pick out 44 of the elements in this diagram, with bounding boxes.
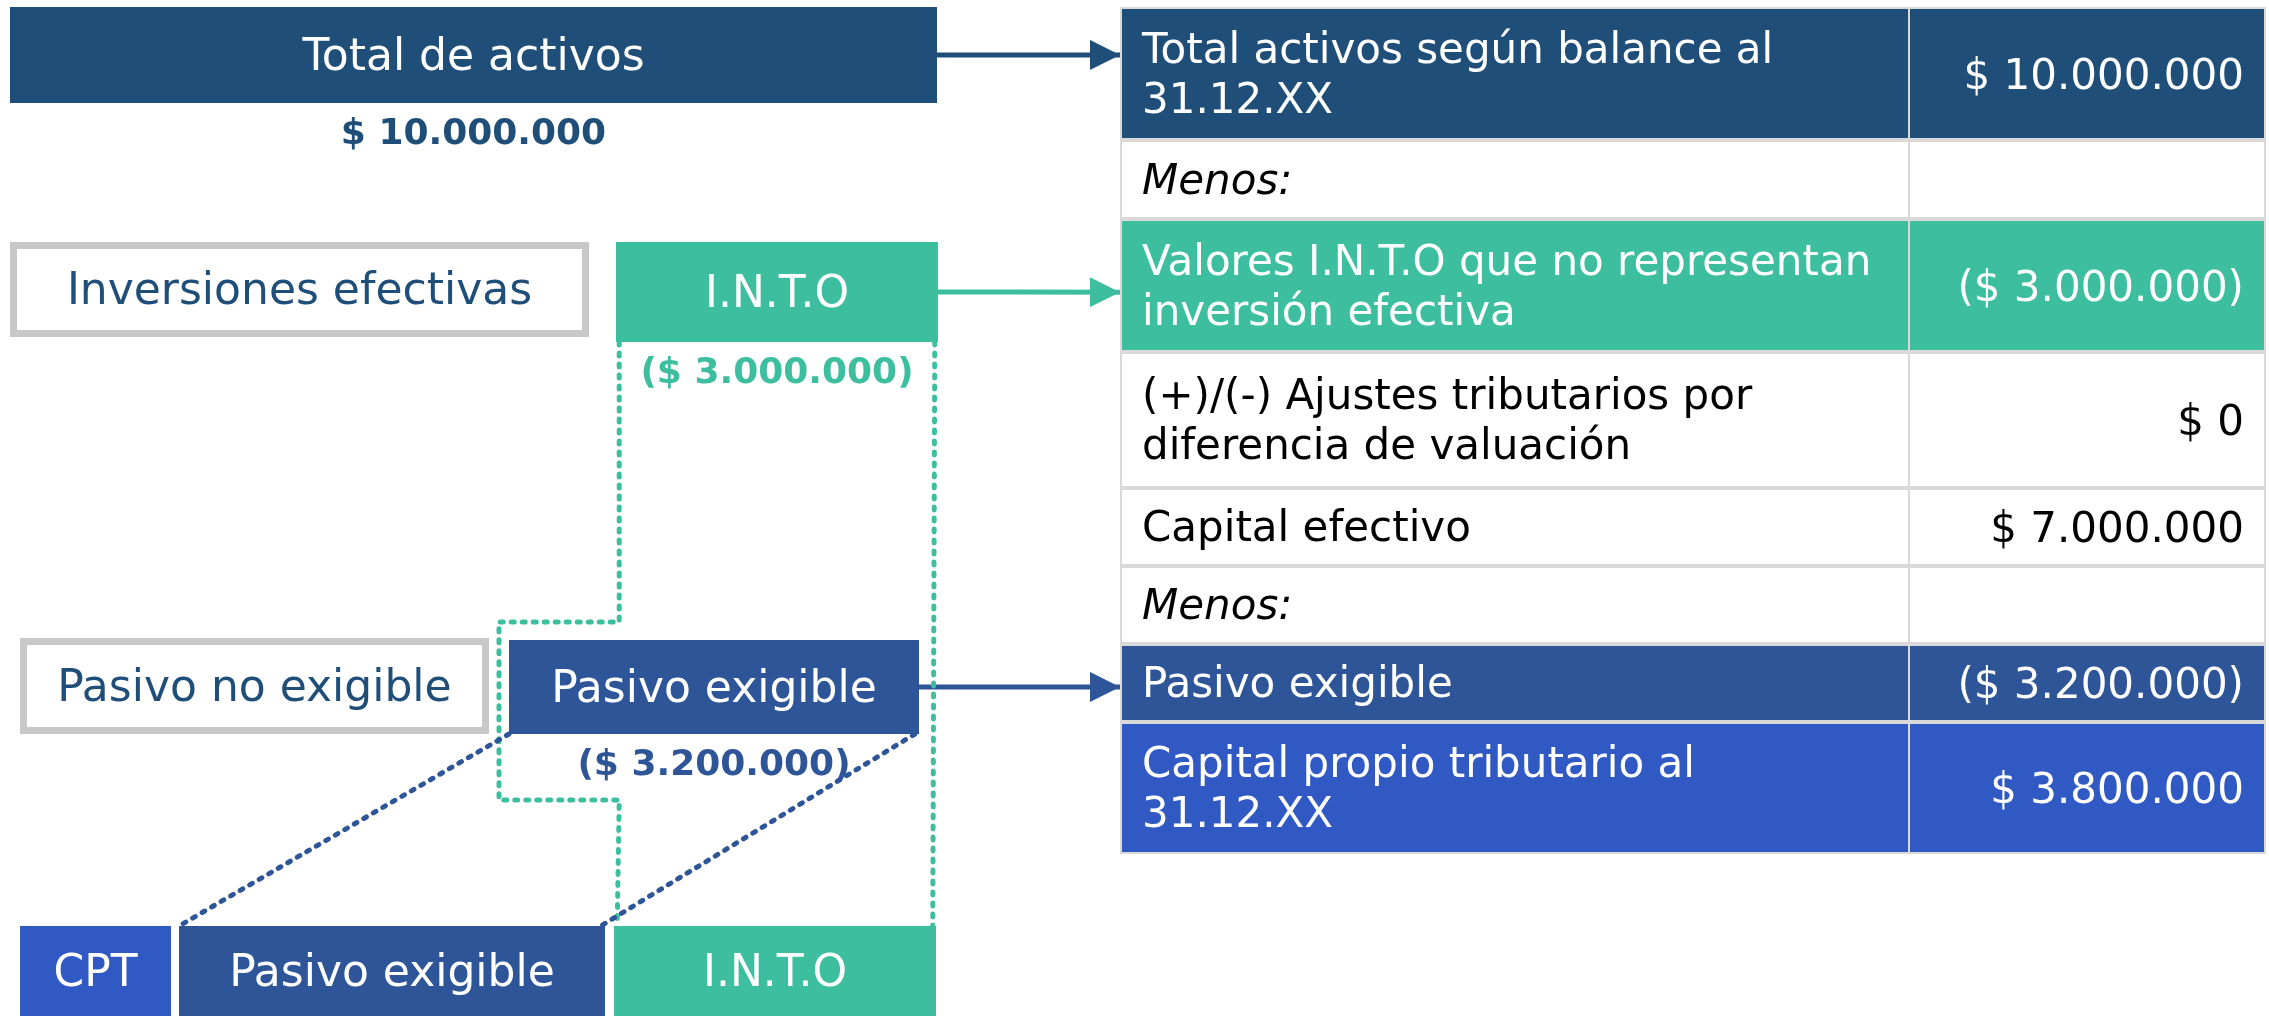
- row-label: Total activos según balance al 31.12.XX: [1142, 23, 1775, 124]
- outlined-box: [20, 638, 489, 734]
- node-label: Pasivo exigible: [229, 945, 555, 997]
- process-box: [616, 242, 938, 342]
- amount-label: $ 10.000.000: [340, 111, 607, 152]
- amount-label: ($ 3.200.000): [577, 742, 851, 783]
- table-row: [1120, 722, 2266, 854]
- row-label: Menos:: [1142, 579, 1293, 631]
- node-label: Inversiones efectivas: [66, 264, 533, 315]
- amount-label: ($ 3.000.000): [640, 350, 914, 391]
- row-label: Pasivo exigible: [1142, 657, 1453, 709]
- table-row: [1120, 140, 2266, 219]
- row-label: Valores I.N.T.O que no representan inversión efectiva: [1142, 235, 1873, 336]
- table-row: [1120, 488, 2266, 566]
- table-row: [1120, 352, 2266, 488]
- row-value: $ 3.800.000: [1990, 763, 2244, 813]
- table-row: [1120, 7, 2266, 140]
- node-label: CPT: [53, 945, 138, 997]
- row-value: $ 10.000.000: [1963, 49, 2244, 98]
- row-value: ($ 3.200.000): [1957, 658, 2244, 708]
- node-label: I.N.T.O: [704, 266, 850, 318]
- process-box: [179, 926, 605, 1016]
- table-row: [1120, 566, 2266, 644]
- node-label: Pasivo exigible: [551, 661, 877, 713]
- node-label: Total de activos: [302, 29, 645, 81]
- row-value: ($ 3.000.000): [1957, 261, 2244, 310]
- arrow: [938, 277, 1120, 308]
- row-label: Capital efectivo: [1142, 501, 1471, 553]
- row-label: Capital propio tributario al 31.12.XX: [1142, 737, 1696, 839]
- process-box: [20, 926, 171, 1016]
- outlined-box: [10, 242, 589, 337]
- arrow: [919, 671, 1120, 702]
- table-row: [1120, 219, 2266, 352]
- row-value: $ 0: [2177, 395, 2244, 445]
- node-label: Pasivo no exigible: [57, 660, 452, 712]
- table-row: [1120, 644, 2266, 722]
- row-value: $ 7.000.000: [1990, 502, 2244, 552]
- row-label: Menos:: [1142, 154, 1293, 205]
- process-box: [10, 7, 937, 103]
- process-box: [509, 640, 919, 734]
- row-label: (+)/(-) Ajustes tributarios por diferencia de valuación: [1142, 369, 1754, 471]
- node-label: I.N.T.O: [702, 945, 848, 997]
- process-box: [614, 926, 936, 1016]
- arrow: [937, 39, 1120, 70]
